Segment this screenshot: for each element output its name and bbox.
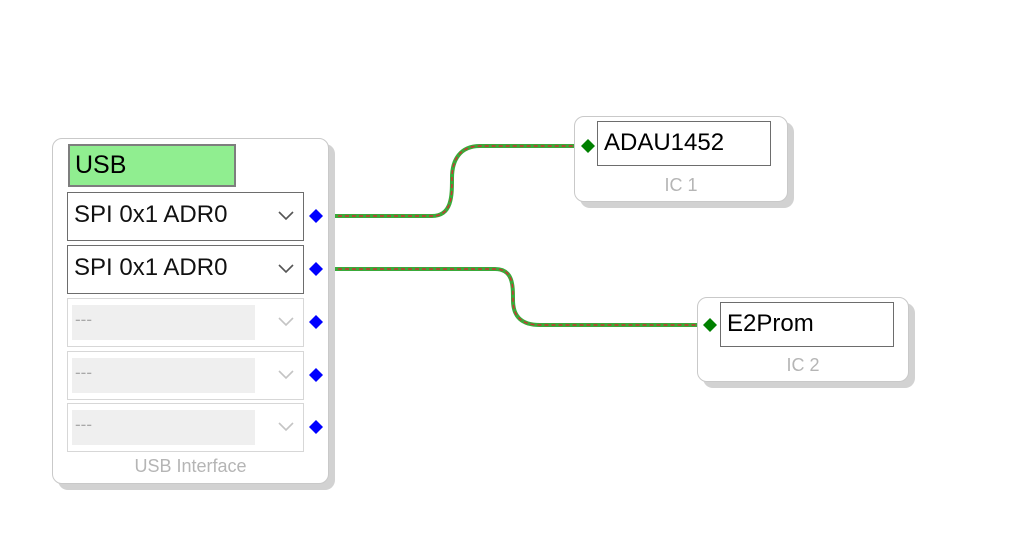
chevron-down-icon[interactable] [277, 369, 295, 381]
input-connector-ic1-icon[interactable] [581, 139, 595, 153]
port-select-4[interactable]: --- [67, 351, 304, 400]
usb-interface-caption: USB Interface [134, 456, 247, 476]
wire-usb-port1-to-ic1[interactable] [317, 144, 588, 218]
ic1-name-label[interactable]: ADAU1452 [597, 121, 771, 166]
ic1-caption: IC 1 [664, 175, 698, 195]
port-select-1-value: SPI 0x1 ADR0 [74, 201, 228, 228]
port-select-2[interactable]: SPI 0x1 ADR0 [67, 245, 304, 294]
port-select-3-value: --- [72, 305, 255, 340]
usb-interface-block[interactable]: USB SPI 0x1 ADR0 SPI 0x1 ADR0 --- --- --… [52, 138, 329, 484]
ic2-block[interactable]: E2Prom IC 2 [697, 297, 909, 382]
ic2-caption: IC 2 [786, 355, 820, 375]
chevron-down-icon[interactable] [277, 263, 295, 275]
output-connector-2-icon[interactable] [309, 262, 323, 276]
output-connector-4-icon[interactable] [309, 368, 323, 382]
ic2-name-label[interactable]: E2Prom [720, 302, 894, 347]
chevron-down-icon[interactable] [277, 210, 295, 222]
port-select-3[interactable]: --- [67, 298, 304, 347]
chevron-down-icon[interactable] [277, 421, 295, 433]
output-connector-5-icon[interactable] [309, 420, 323, 434]
port-select-2-value: SPI 0x1 ADR0 [74, 254, 228, 281]
port-select-1[interactable]: SPI 0x1 ADR0 [67, 192, 304, 241]
chevron-down-icon[interactable] [277, 316, 295, 328]
usb-title-label[interactable]: USB [68, 144, 236, 187]
output-connector-3-icon[interactable] [309, 315, 323, 329]
ic1-block[interactable]: ADAU1452 IC 1 [574, 116, 788, 202]
input-connector-ic2-icon[interactable] [703, 318, 717, 332]
port-select-5-value: --- [72, 410, 255, 445]
port-select-4-value: --- [72, 358, 255, 393]
output-connector-1-icon[interactable] [309, 209, 323, 223]
wire-usb-port2-to-ic2[interactable] [317, 267, 708, 327]
port-select-5[interactable]: --- [67, 403, 304, 452]
